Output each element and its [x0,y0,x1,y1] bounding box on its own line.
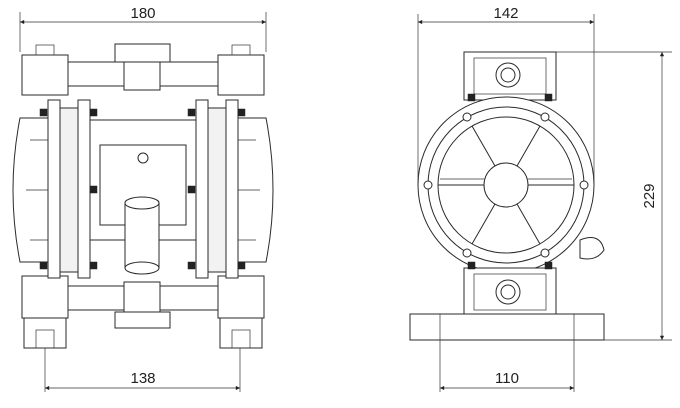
front-left-diaphragm-ring [59,107,79,273]
front-top-right-elbow [217,54,265,96]
dimension-label-side-width: 142 [493,5,518,22]
front-right-diaphragm-ring [207,107,227,273]
side-chamber-hub [483,162,529,208]
front-air-port [137,152,149,164]
dimension-label-side-height: 229 [641,183,658,208]
front-bottom-left-elbow [21,275,69,319]
front-right-foot-port [231,329,251,349]
front-right-flange-plate [225,99,239,279]
front-top-outlet-neck [123,61,161,91]
side-top-port-inner [500,67,516,83]
front-top-outlet-flange [114,43,171,63]
dimension-front-width: 180 [19,5,267,52]
front-top-right-port [231,44,251,56]
front-bottom-inlet-flange [114,311,171,329]
dimension-side-width: 142 [417,5,595,185]
front-right-inner-plate [195,99,209,279]
dimension-label-side-base: 110 [495,370,519,387]
front-view: 180 138 [12,5,274,392]
side-view: 142 110 229 [409,5,672,392]
front-bottom-right-elbow [217,275,265,319]
front-left-flange-plate [47,99,61,279]
front-bolts [39,108,246,270]
dimension-side-base: 110 [439,340,575,392]
dimension-label-front-base: 138 [130,370,155,387]
front-left-foot [23,317,67,349]
dimension-label-front-width: 180 [130,5,155,22]
side-chamber-bolts [423,112,589,258]
front-muffler-base [124,261,160,275]
front-muffler-cap [124,196,160,210]
front-top-left-port [35,44,55,56]
front-right-foot [219,317,263,349]
front-left-inner-plate [77,99,91,279]
side-base-plate [409,313,605,341]
front-bottom-inlet-neck [123,281,161,313]
front-top-left-elbow [21,54,69,96]
dimension-front-base: 138 [44,348,241,392]
side-air-fitting [579,237,605,260]
side-bottom-port-inner [500,284,516,300]
front-muffler-body [124,199,160,271]
side-chamber-spokes [438,125,574,245]
dimension-side-height: 229 [556,51,672,341]
